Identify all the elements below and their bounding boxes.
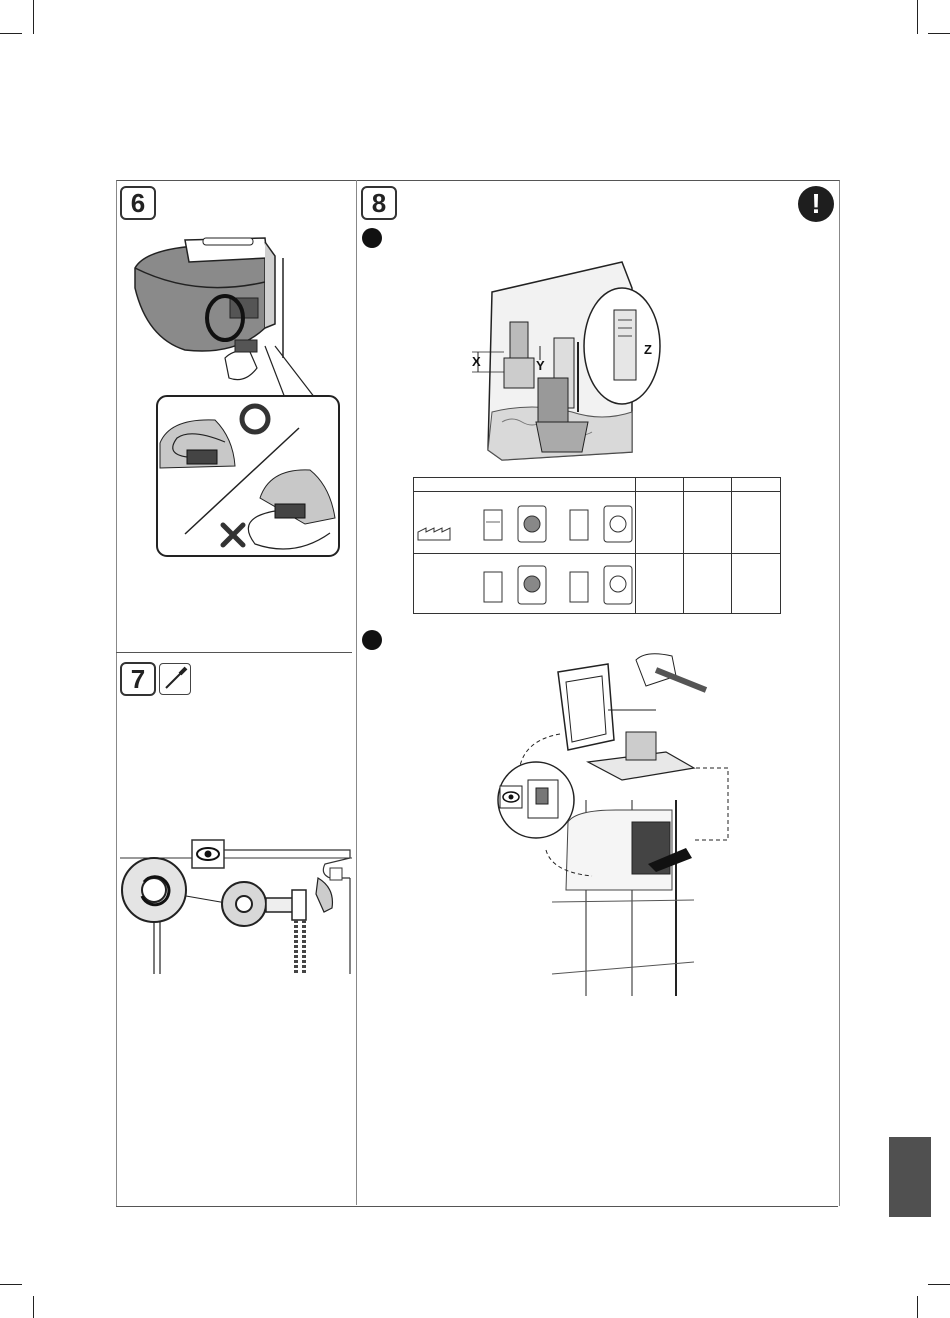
crop-mark: [917, 1296, 918, 1318]
crop-mark: [33, 0, 34, 34]
table-header-cell: [684, 478, 732, 492]
column-divider: [356, 180, 357, 1205]
section-divider: [116, 652, 352, 653]
table-row-2-graphic: [414, 554, 636, 614]
table-header-cell: [414, 478, 636, 492]
crop-mark: [928, 1284, 950, 1285]
exclamation-icon: !: [798, 186, 834, 222]
crop-mark: [917, 0, 918, 34]
table-header-cell: [732, 478, 781, 492]
section-tab: [889, 1137, 931, 1217]
flush-plate-illustration: [496, 650, 728, 996]
crop-mark: [0, 1284, 22, 1285]
bottom-rule: [116, 1206, 838, 1207]
screwdriver-icon: [159, 663, 191, 695]
table-cell: [732, 554, 781, 614]
step-6-badge: 6: [120, 186, 156, 220]
step-8-badge: 8: [361, 186, 397, 220]
crop-mark: [928, 33, 950, 34]
x-dimension-label: X: [472, 354, 481, 369]
step-7-valve-illustration: [120, 838, 352, 974]
z-dimension-label: Z: [644, 342, 652, 357]
table-header-cell: [636, 478, 684, 492]
table-row-1-graphic: [414, 492, 636, 554]
table-cell: [732, 492, 781, 554]
y-dimension-label: Y: [536, 358, 545, 373]
table-cell: [636, 492, 684, 554]
crop-mark: [0, 33, 22, 34]
step-7-badge: 7: [120, 662, 156, 696]
table-cell: [684, 492, 732, 554]
step-6-toilet-illustration: [125, 228, 340, 558]
crop-mark: [33, 1296, 34, 1318]
substep-b-marker: [362, 630, 382, 650]
cistern-illustration: X Y Z: [472, 262, 672, 472]
flush-volume-table: [413, 477, 781, 614]
table-cell: [684, 554, 732, 614]
table-cell: [636, 554, 684, 614]
substep-a-marker: [362, 228, 382, 248]
